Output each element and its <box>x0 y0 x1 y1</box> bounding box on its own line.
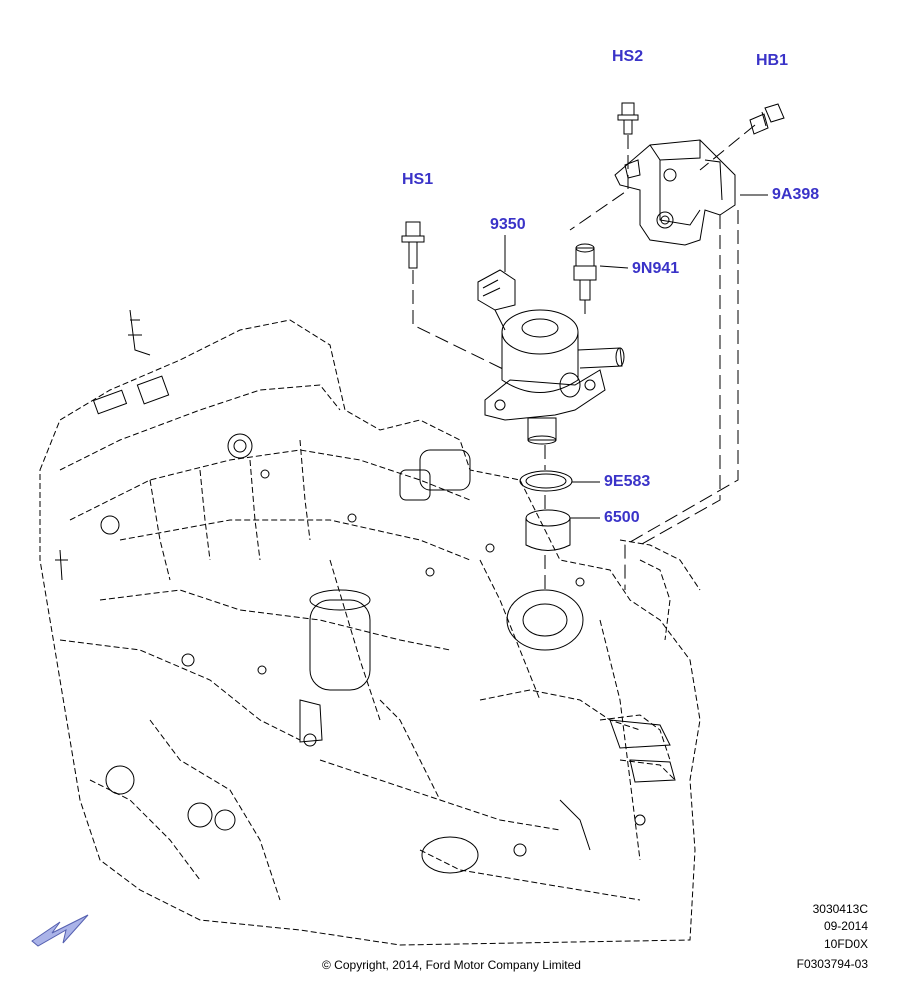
bolt-hs2 <box>617 102 639 135</box>
callout-9n941: 9N941 <box>632 260 680 277</box>
callout-hs1: HS1 <box>402 171 434 188</box>
callout-pointers <box>504 194 768 519</box>
engine-details <box>55 309 676 874</box>
document-model: 10FD0X <box>823 937 868 951</box>
leader-lines <box>412 124 756 590</box>
callout-hb1: HB1 <box>756 52 789 69</box>
callout-hs2: HS2 <box>612 48 644 65</box>
fuel-pump-9350 <box>477 269 625 445</box>
callout-9e583: 9E583 <box>604 473 651 490</box>
callout-6500: 6500 <box>604 509 640 526</box>
copyright-notice: © Copyright, 2014, Ford Motor Company Li… <box>322 958 581 972</box>
callout-9350: 9350 <box>490 216 526 233</box>
bolt-hb1 <box>749 103 785 135</box>
figure-number: F0303794-03 <box>796 957 868 971</box>
engine-block <box>39 319 701 946</box>
callout-9a398: 9A398 <box>772 186 820 203</box>
document-code: 3030413C <box>812 902 868 916</box>
arrow-down-left-icon <box>31 914 89 947</box>
bracket-9a398 <box>614 139 736 246</box>
bolt-hs1 <box>401 221 425 269</box>
sensor-9n941 <box>573 243 597 301</box>
document-date: 09-2014 <box>823 919 868 933</box>
tappet-6500 <box>525 509 571 551</box>
o-ring-9e583 <box>519 470 573 492</box>
